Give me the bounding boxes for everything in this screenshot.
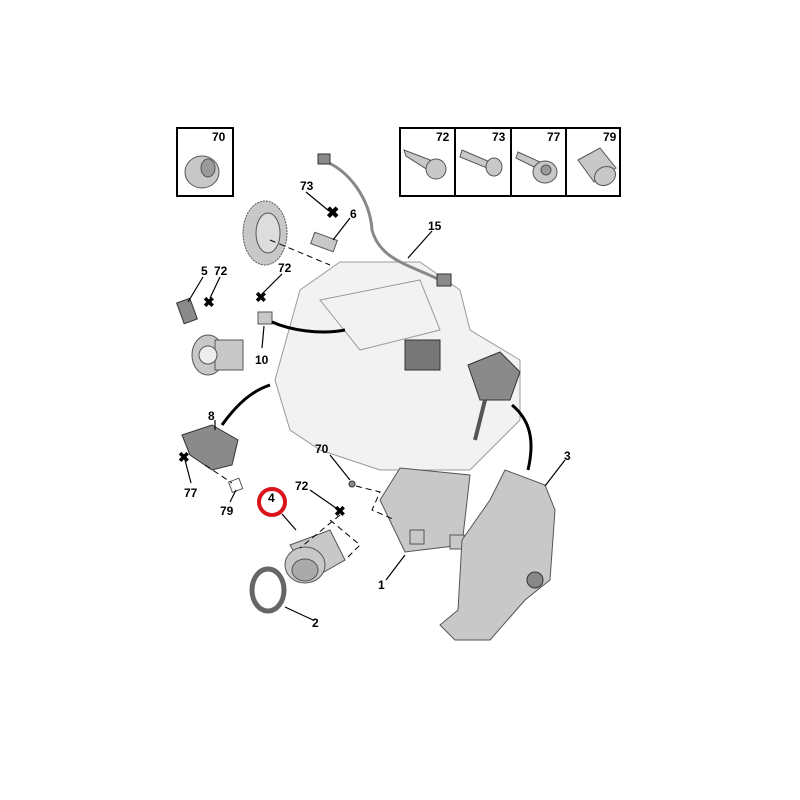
seal-ring[interactable]: [249, 566, 287, 614]
flange-nut-icon: [184, 155, 220, 189]
nut-70[interactable]: [348, 480, 356, 488]
callout-3[interactable]: 3: [564, 449, 571, 463]
throttle-body[interactable]: [191, 334, 244, 376]
sleeve-79[interactable]: [227, 477, 244, 493]
sleeve-icon: [577, 147, 617, 187]
screw-icon: [403, 149, 447, 180]
callout-70[interactable]: 70: [315, 442, 329, 456]
callout-4[interactable]: 4: [268, 491, 275, 505]
callout-72[interactable]: 72: [295, 479, 309, 493]
hardware-box-72[interactable]: 72: [403, 130, 450, 180]
bolt-icon: [459, 149, 503, 177]
bracket-module-icon: [467, 351, 521, 401]
svg-text:✖: ✖: [334, 503, 346, 519]
callout-72[interactable]: 72: [214, 264, 228, 278]
hardware-box-73[interactable]: 73: [459, 130, 506, 177]
clip-10[interactable]: [257, 311, 273, 325]
callout-6[interactable]: 6: [350, 207, 357, 221]
callout-15[interactable]: 15: [428, 219, 442, 233]
svg-text:✖: ✖: [178, 449, 190, 465]
highlight-ring: [257, 487, 287, 517]
svg-text:70: 70: [212, 130, 226, 144]
sensor-harness[interactable]: [321, 158, 441, 282]
svg-text:✖: ✖: [203, 294, 215, 310]
callout-73[interactable]: 73: [300, 179, 314, 193]
air-flow-meter[interactable]: [284, 529, 346, 584]
callout-8[interactable]: 8: [208, 409, 215, 423]
camshaft-sensor[interactable]: [310, 231, 338, 253]
callout-72[interactable]: 72: [278, 261, 292, 275]
engine-control-unit[interactable]: [379, 467, 471, 553]
svg-text:79: 79: [603, 130, 617, 144]
hardware-box-77[interactable]: 77: [515, 130, 561, 184]
hardware-box-group: 72 73 77 79: [399, 127, 621, 197]
callout-labels: 73 6 15 5 72 72 10 8 77 79 4 70 72 3 1 2: [184, 179, 571, 630]
svg-text:77: 77: [547, 130, 561, 144]
svg-text:73: 73: [492, 130, 506, 144]
sensor-5[interactable]: [176, 297, 198, 325]
callout-5[interactable]: 5: [201, 264, 208, 278]
svg-text:72: 72: [436, 130, 450, 144]
screw-with-washer-icon: [515, 151, 558, 184]
callout-77[interactable]: 77: [184, 486, 198, 500]
leader-lines: [184, 191, 566, 621]
engine-assembly: [274, 261, 521, 471]
camshaft-gear[interactable]: [242, 200, 288, 266]
egr-valve-icon: [404, 339, 441, 371]
callout-1[interactable]: 1: [378, 578, 385, 592]
ecu-bracket[interactable]: [439, 469, 556, 641]
svg-text:✖: ✖: [255, 289, 267, 305]
hardware-box-79[interactable]: 79: [577, 130, 619, 189]
hardware-box-70[interactable]: 70: [176, 127, 234, 197]
callout-10[interactable]: 10: [255, 353, 269, 367]
callout-2[interactable]: 2: [312, 616, 319, 630]
fastener-marker-icon: ✖ ✖ ✖ ✖ ✖: [178, 205, 346, 519]
callout-79[interactable]: 79: [220, 504, 234, 518]
sensor-8[interactable]: [181, 424, 239, 471]
svg-text:✖: ✖: [326, 205, 339, 222]
